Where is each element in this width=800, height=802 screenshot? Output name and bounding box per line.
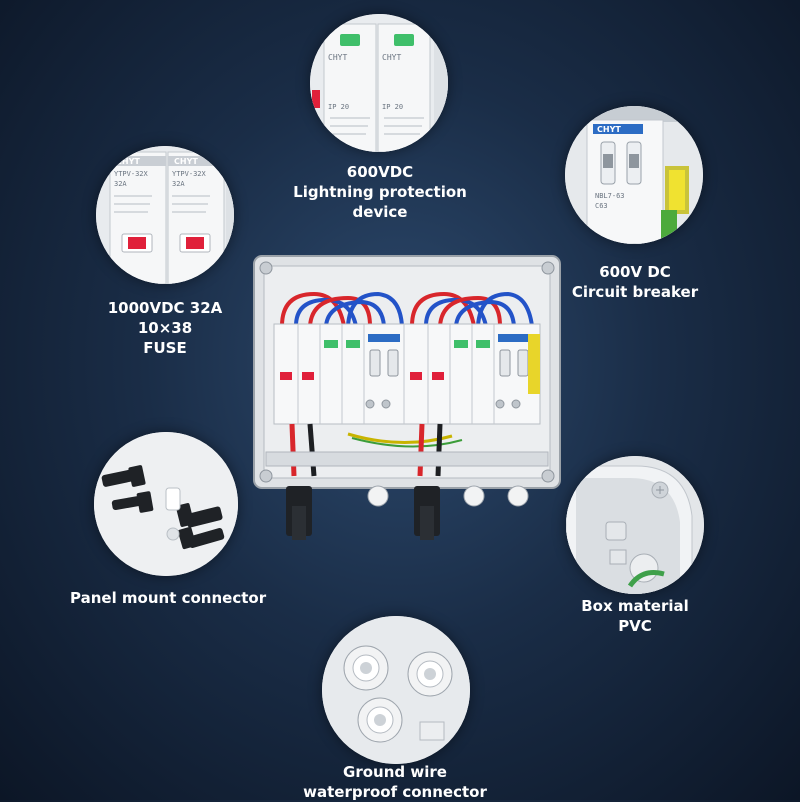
connector-label-line: Panel mount connector [70, 589, 267, 607]
fuse-label-line: FUSE [143, 339, 187, 357]
spd-label: 600VDC Lightning protection device [290, 162, 470, 222]
connector-closeup-image [94, 432, 238, 576]
spd-closeup-image: CHYT CHYT IP 20 IP 20 [310, 14, 448, 152]
fuse-brand-mark: CHYT [116, 157, 140, 166]
fuse-brand-mark: CHYT [174, 157, 198, 166]
gland-closeup-image [322, 616, 470, 764]
fuse-label: 1000VDC 32A 10×38 FUSE [90, 298, 240, 358]
spd-label-line: device [352, 203, 408, 221]
breaker-label-line: Circuit breaker [571, 283, 699, 301]
box-material-closeup-image [566, 456, 704, 594]
spd-ip-mark: IP 20 [382, 103, 403, 111]
gland-label-line: Ground wire [343, 763, 447, 781]
spd-label-line: Lightning protection [293, 183, 467, 201]
breaker-label-line: 600V DC [599, 263, 671, 281]
breaker-model-mark: NBL7-63 [595, 192, 625, 200]
fuse-model-mark: YTPV-32X [114, 170, 149, 178]
breaker-label: 600V DC Circuit breaker [555, 262, 715, 302]
spd-label-line: 600VDC [346, 163, 414, 181]
fuse-model-mark: YTPV-32X [172, 170, 207, 178]
connector-label: Panel mount connector [70, 588, 267, 608]
spd-brand-mark: CHYT [382, 53, 401, 62]
box-material-label: Box material PVC [565, 596, 705, 636]
fuse-rating-mark: 32A [114, 180, 127, 188]
fuse-rating-mark: 32A [172, 180, 185, 188]
fuse-closeup-image: CHYT CHYT YTPV-32X YTPV-32X 32A 32A [96, 146, 234, 284]
breaker-rating-mark: C63 [595, 202, 608, 210]
gland-label: Ground wire waterproof connector [300, 762, 490, 802]
gland-label-line: waterproof connector [303, 783, 487, 801]
combiner-box-image [252, 254, 562, 544]
fuse-label-line: 10×38 [137, 319, 193, 337]
spd-brand-mark: CHYT [328, 53, 347, 62]
breaker-brand-mark: CHYT [597, 125, 621, 134]
box-material-label-line: PVC [618, 617, 652, 635]
breaker-closeup-image: CHYT NBL7-63 C63 [565, 106, 703, 244]
fuse-label-line: 1000VDC 32A [107, 299, 223, 317]
spd-ip-mark: IP 20 [328, 103, 349, 111]
box-material-label-line: Box material [581, 597, 689, 615]
